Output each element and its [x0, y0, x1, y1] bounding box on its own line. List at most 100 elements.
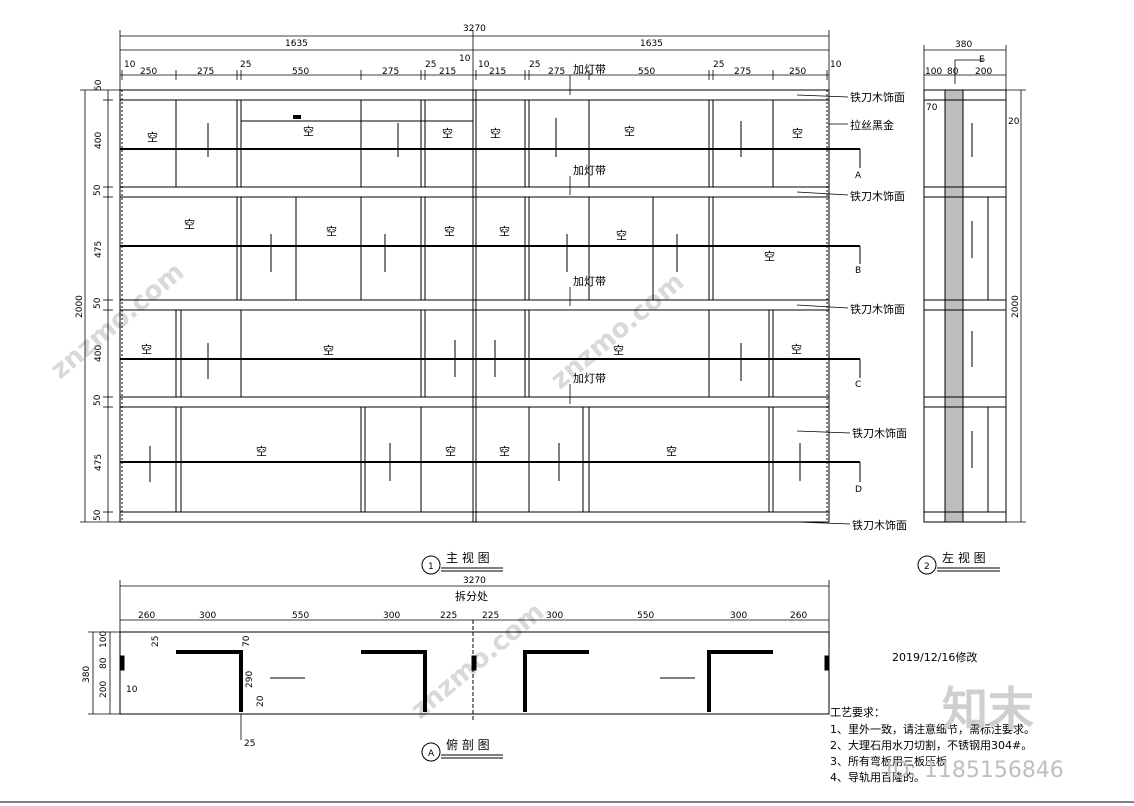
side-depth: 380	[955, 40, 972, 50]
cabinet-outline	[119, 89, 830, 523]
dim-text: 300	[730, 611, 747, 621]
split-label: 拆分处	[455, 589, 488, 603]
trim-label: 铁刀木饰面	[850, 302, 905, 316]
light-strip-label: 加灯带	[573, 164, 606, 177]
dim-text: 225	[440, 611, 457, 621]
dim-text: 550	[638, 67, 655, 77]
main-top-dimensions	[119, 30, 830, 90]
dim-text: 475	[94, 241, 104, 258]
watermark-site: znzmo.com	[545, 267, 690, 395]
void-label: 空	[792, 126, 803, 140]
void-label: 空	[445, 444, 456, 458]
dim-text: 25	[713, 60, 724, 70]
dim-text: 25	[151, 636, 161, 647]
notes-heading: 工艺要求：	[830, 706, 885, 719]
overall-width: 3270	[463, 24, 486, 34]
void-label: 空	[147, 130, 158, 144]
void-label: 空	[616, 228, 627, 242]
dim-text: 200	[99, 681, 109, 698]
half-width: 1635	[285, 39, 308, 49]
plan-view-text: 3270 拆分处 260 300 550 300 225 225 300 550…	[82, 576, 807, 762]
dim-text: 275	[548, 67, 565, 77]
dim-text: 250	[789, 67, 806, 77]
dim-text: 275	[382, 67, 399, 77]
dim-text: 290	[245, 671, 255, 688]
dim-text: 275	[197, 67, 214, 77]
dim-text: 300	[546, 611, 563, 621]
dim-text: 10	[478, 60, 490, 70]
dim-text: 250	[140, 67, 157, 77]
note-item: 1、里外一致，请注意细节，需标注要求。	[830, 722, 1035, 736]
black-gold-label: 拉丝黑金	[850, 118, 894, 132]
revision-date: 2019/12/16修改	[892, 650, 977, 664]
dim-text: 215	[489, 67, 506, 77]
dim-text: 400	[94, 345, 104, 362]
dim-text: 25	[425, 60, 436, 70]
dim-text: 70	[926, 103, 938, 113]
dim-text: 300	[199, 611, 216, 621]
dim-text: 25	[244, 739, 255, 749]
view-title: 俯 剖 图	[446, 737, 490, 752]
plan-depth: 380	[82, 666, 92, 683]
light-strip-label: 加灯带	[573, 63, 606, 76]
dim-text: 10	[830, 60, 842, 70]
dim-text: 475	[94, 454, 104, 471]
dim-text: 550	[637, 611, 654, 621]
leader-lines	[569, 75, 851, 525]
trim-label: 铁刀木饰面	[850, 90, 905, 104]
main-left-dimensions	[80, 89, 120, 523]
void-label: 空	[141, 342, 152, 356]
light-strip-label: 加灯带	[573, 275, 606, 288]
void-label: 空	[323, 343, 334, 357]
note-item: 3、所有弯板用三板压板	[830, 754, 947, 768]
dim-text: 20	[1008, 117, 1020, 127]
void-label: 空	[764, 249, 775, 263]
dim-text: 25	[529, 60, 540, 70]
dim-text: 100	[925, 67, 942, 77]
dim-text: 70	[242, 635, 252, 647]
dim-text: 400	[94, 132, 104, 149]
side-view	[923, 45, 1026, 523]
trim-label: 铁刀木饰面	[852, 426, 907, 440]
section-mark-a: A	[855, 171, 862, 181]
dim-text: 80	[99, 657, 109, 669]
notes-block: 2019/12/16修改 工艺要求： 1、里外一致，请注意细节，需标注要求。 2…	[830, 650, 1035, 784]
section-mark-b: B	[855, 266, 861, 276]
void-label: 空	[624, 124, 635, 138]
section-mark-d: D	[855, 485, 862, 495]
view-number: 1	[428, 562, 434, 572]
dim-text: 50	[93, 509, 103, 521]
note-item: 2、大理石用水刀切割，不锈钢用304#。	[830, 738, 1032, 752]
dim-text: 550	[292, 611, 309, 621]
dim-text: 225	[482, 611, 499, 621]
main-view-labels: 空 空 空 空 空 空 空 空 空 空 空 空 空 空 空 空 空 空 空 空 …	[141, 63, 907, 532]
center-gap: 10	[459, 54, 471, 64]
main-view-title: 1 主 视 图	[421, 550, 503, 575]
dim-text: 260	[138, 611, 155, 621]
dim-text: 50	[93, 297, 103, 309]
dim-text: 215	[439, 67, 456, 77]
dim-text: 20	[256, 695, 266, 707]
void-label: 空	[499, 444, 510, 458]
void-label: 空	[326, 224, 337, 238]
brand-logo: 知末	[942, 682, 1034, 736]
stone-core	[944, 89, 964, 523]
image-id: ID: 1185156846	[886, 758, 1064, 783]
dim-text: 100	[99, 631, 109, 648]
void-label: 空	[303, 124, 314, 138]
dim-text: 10	[124, 60, 136, 70]
view-title: 主 视 图	[446, 550, 490, 565]
dim-text: 200	[975, 67, 992, 77]
light-strip-label: 加灯带	[573, 372, 606, 385]
trim-label: 铁刀木饰面	[850, 189, 905, 203]
view-title: 左 视 图	[942, 550, 986, 565]
door-arrow-icon	[149, 118, 801, 482]
dim-text: 50	[94, 79, 104, 91]
void-label: 空	[791, 342, 802, 356]
dim-text: 550	[292, 67, 309, 77]
view-marker: A	[428, 749, 435, 759]
brand-watermark: 知末 ID: 1185156846	[886, 682, 1064, 783]
void-label: 空	[499, 224, 510, 238]
main-top-dimension-text: 3270 1635 1635 10 10 250 275 25 550 275 …	[124, 24, 842, 77]
